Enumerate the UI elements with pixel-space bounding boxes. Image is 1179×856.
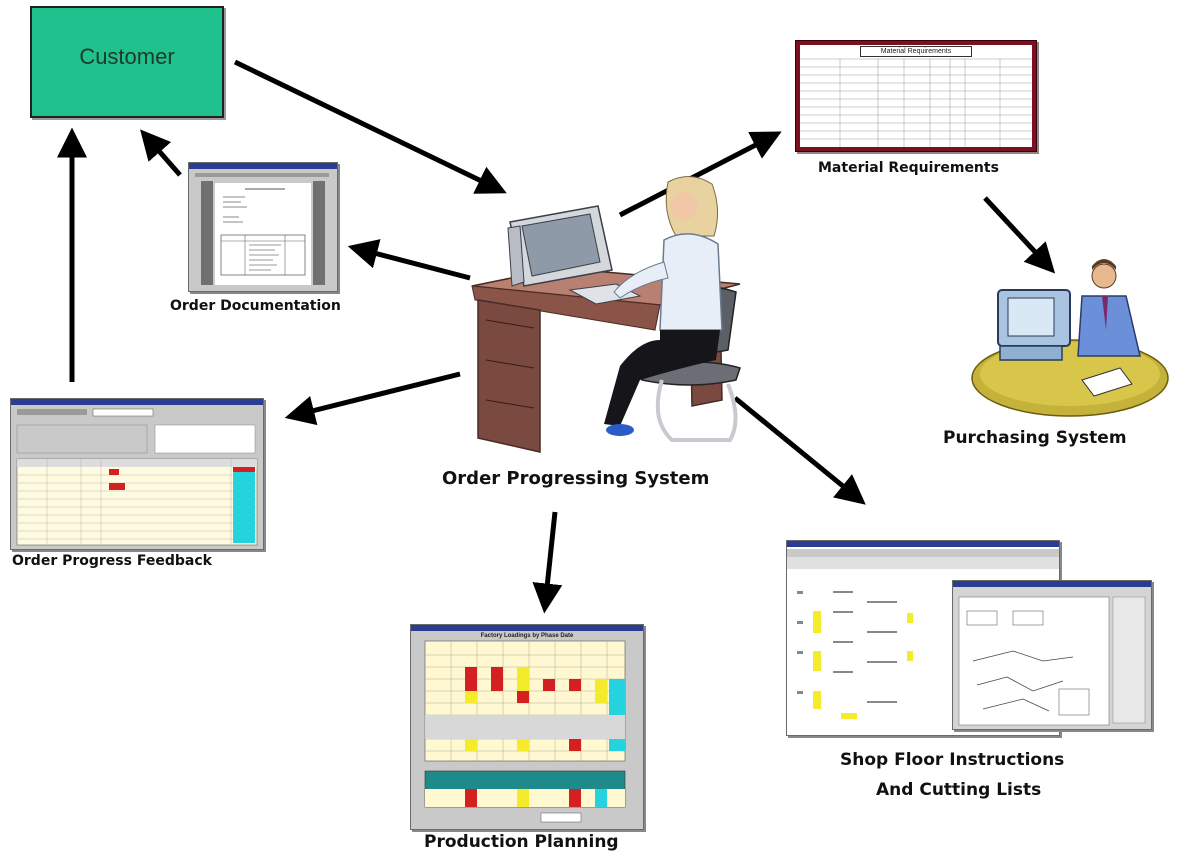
order-documentation-label: Order Documentation — [170, 298, 341, 314]
purchasing-system-label: Purchasing System — [943, 428, 1127, 448]
arrow-system-to-planning — [532, 511, 563, 614]
order-progress-feedback-thumbnail — [10, 398, 264, 550]
arrow-documentation-to-customer — [140, 129, 182, 177]
shop-floor-label-line1: Shop Floor Instructions — [840, 750, 1065, 770]
shop-floor-cutting-list-thumbnail — [952, 580, 1152, 730]
arrow-customer-to-system — [233, 59, 507, 194]
arrow-system-to-material — [618, 131, 782, 218]
production-planning-thumbnail: Factory Loadings by Phase Date — [410, 624, 644, 830]
order-progress-feedback-label: Order Progress Feedback — [12, 553, 212, 569]
order-documentation-thumbnail — [188, 162, 338, 292]
arrow-material-to-purchasing — [983, 196, 1056, 274]
shop-floor-label-line2: And Cutting Lists — [876, 780, 1042, 800]
order-progressing-system-label: Order Progressing System — [442, 468, 710, 489]
customer-node: Customer — [30, 6, 224, 118]
production-planning-window-title: Factory Loadings by Phase Date — [480, 633, 574, 639]
arrow-system-to-shopfloor — [733, 396, 866, 505]
material-requirements-window-title: Material Requirements — [860, 46, 972, 57]
arrow-system-to-feedback — [284, 371, 461, 426]
material-requirements-label: Material Requirements — [818, 160, 999, 176]
arrow-system-to-documentation — [347, 239, 471, 281]
production-planning-label: Production Planning — [424, 832, 619, 852]
customer-label: Customer — [79, 44, 175, 69]
material-requirements-thumbnail: Material Requirements — [795, 40, 1037, 152]
